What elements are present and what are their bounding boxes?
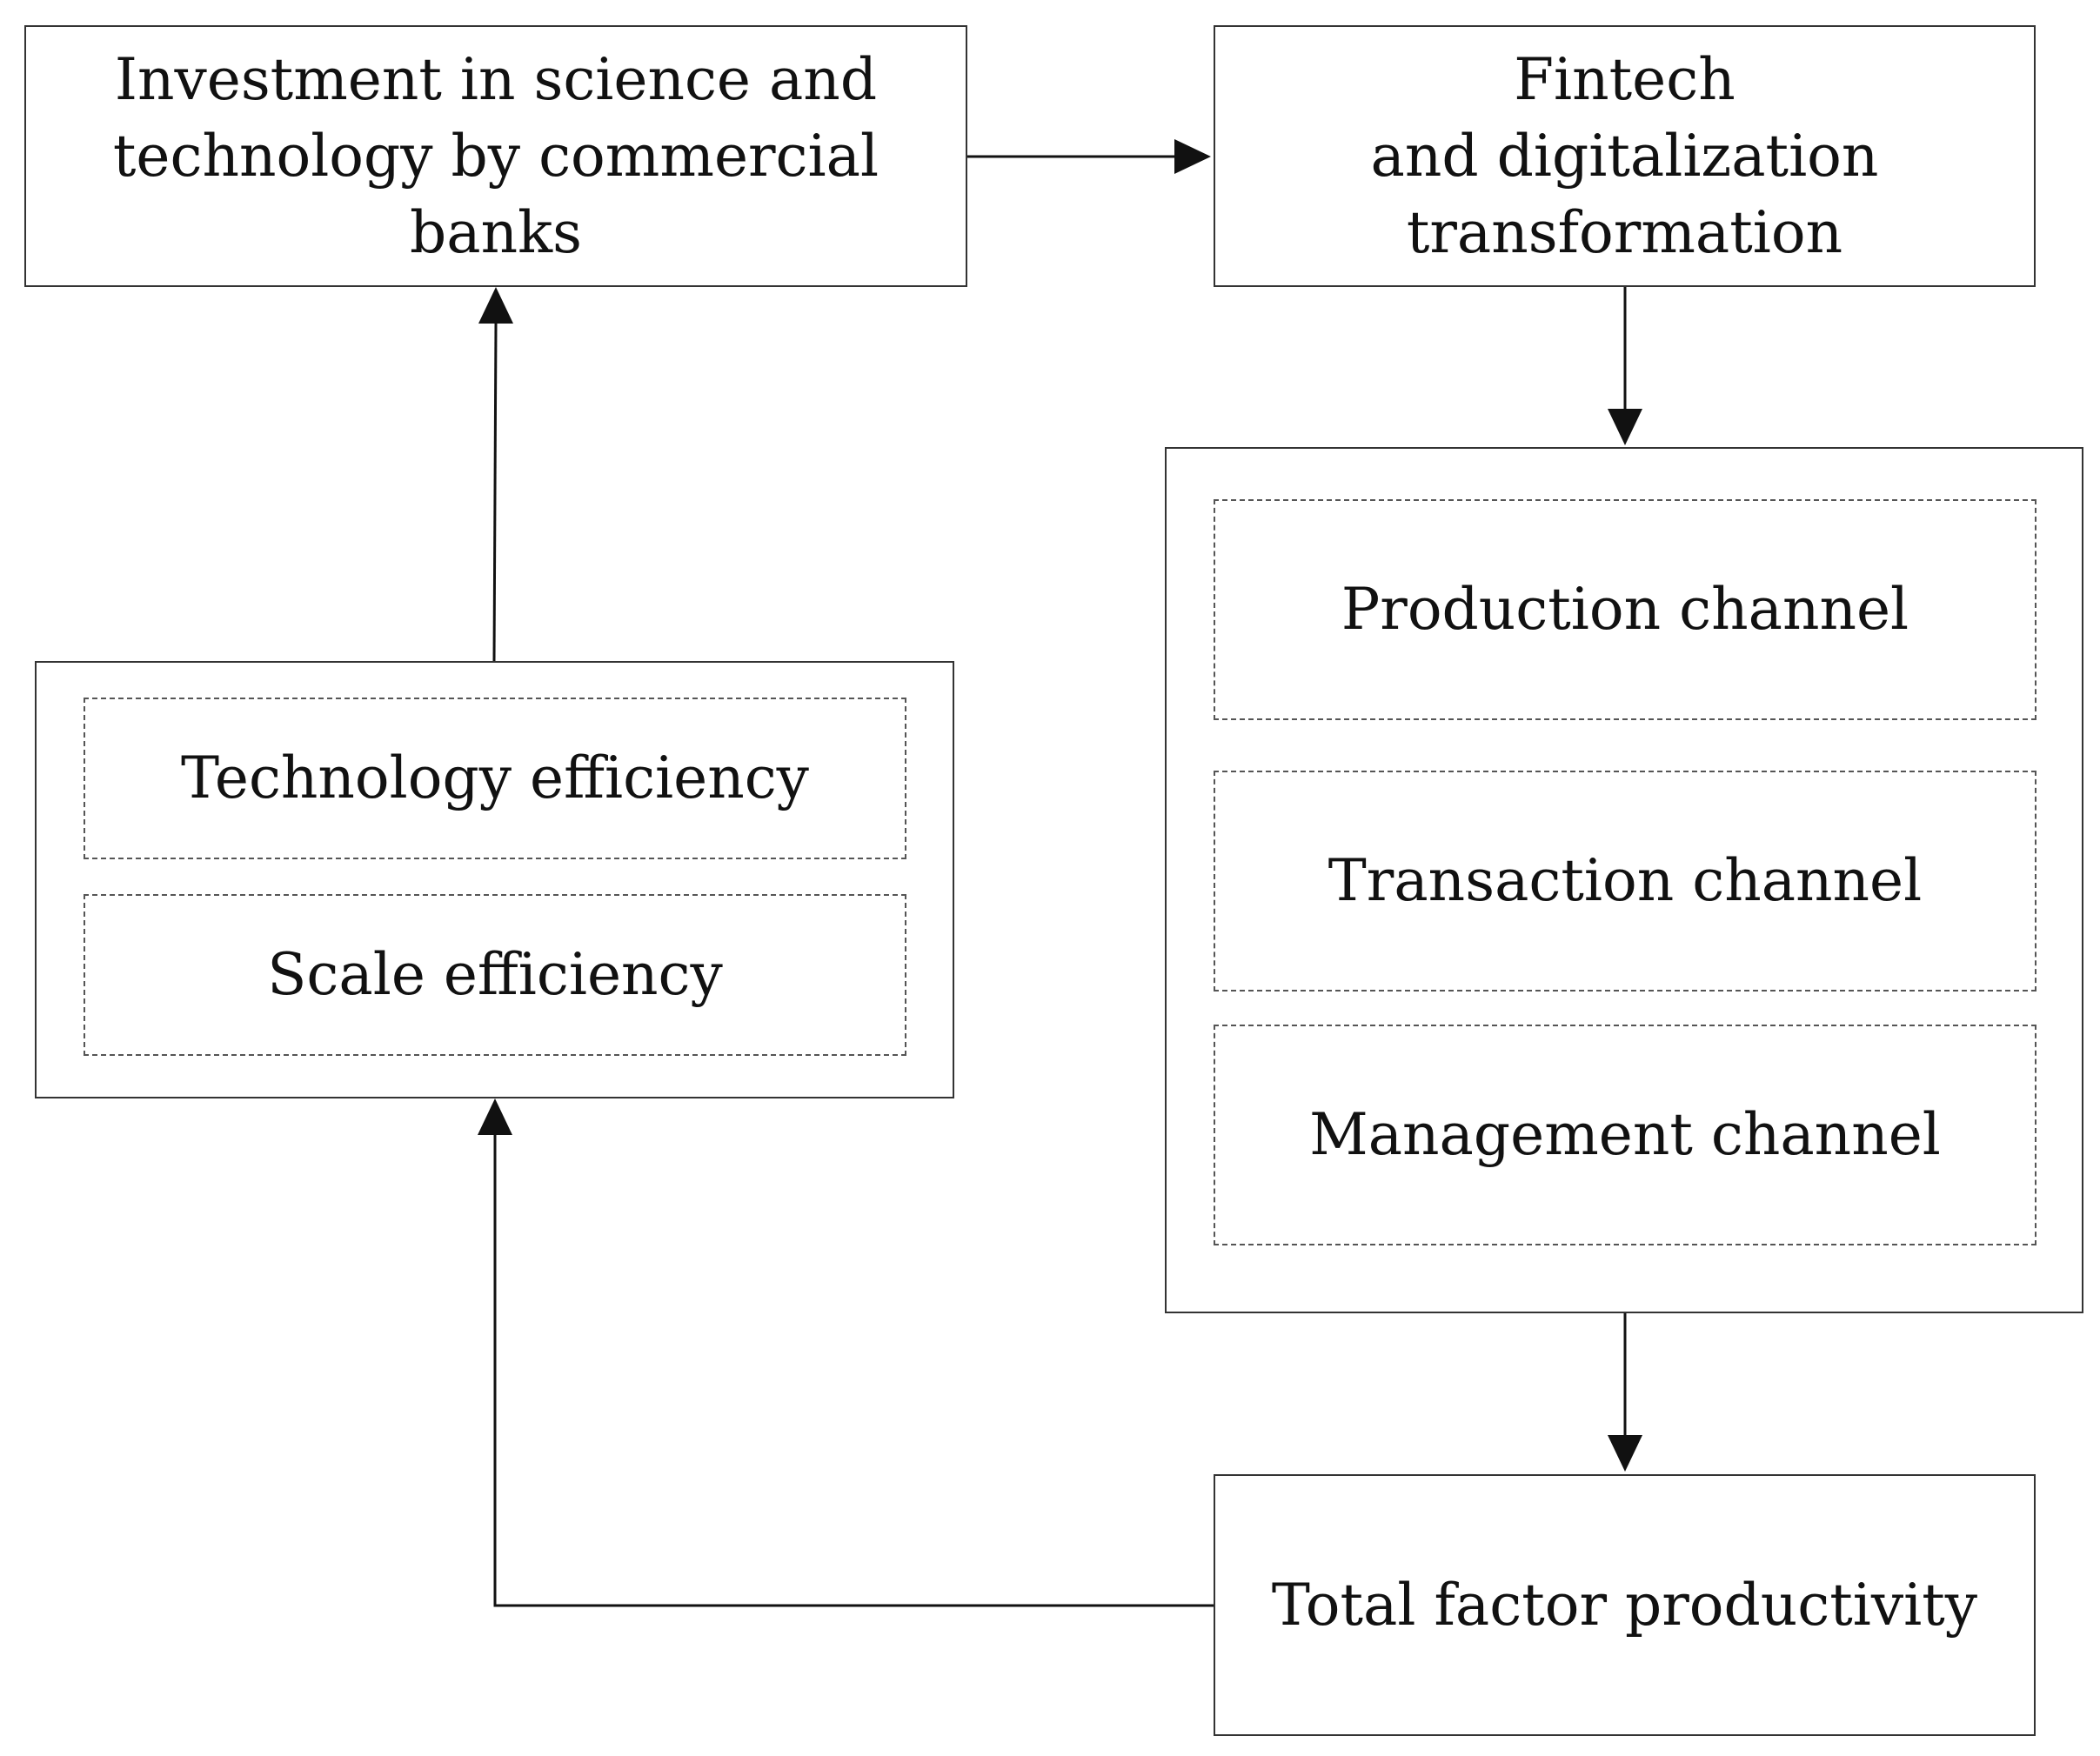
node-scale-efficiency-label: Scale efficiency: [267, 941, 723, 1008]
node-total-factor-productivity-label: Total factor productivity: [1271, 1571, 1978, 1639]
node-investment-label: Investment in science and technology by …: [112, 45, 879, 266]
node-fintech: Fintech and digitalization transformatio…: [1214, 25, 2036, 287]
node-fintech-label: Fintech and digitalization transformatio…: [1370, 45, 1879, 266]
edge-efficiency-to-investment: [478, 287, 513, 662]
node-total-factor-productivity: Total factor productivity: [1214, 1474, 2036, 1736]
node-technology-efficiency-label: Technology efficiency: [181, 744, 809, 811]
edge-tfp-to-efficiency: [478, 1098, 1214, 1607]
edge-channels-to-tfp: [1608, 1313, 1642, 1472]
node-transaction-channel-label: Transaction channel: [1328, 847, 1923, 914]
edge-investment-to-fintech: [967, 139, 1211, 174]
node-production-channel-label: Production channel: [1341, 576, 1909, 643]
edge-fintech-to-channels: [1608, 287, 1642, 445]
node-investment: Investment in science and technology by …: [24, 25, 967, 287]
node-scale-efficiency: Scale efficiency: [84, 894, 906, 1056]
node-transaction-channel: Transaction channel: [1214, 771, 2036, 992]
channels-group: Production channel Transaction channel M…: [1165, 447, 2083, 1313]
node-production-channel: Production channel: [1214, 499, 2036, 720]
node-management-channel: Management channel: [1214, 1025, 2036, 1245]
node-management-channel-label: Management channel: [1309, 1101, 1941, 1168]
node-technology-efficiency: Technology efficiency: [84, 698, 906, 859]
efficiency-group: Technology efficiency Scale efficiency: [35, 661, 954, 1098]
